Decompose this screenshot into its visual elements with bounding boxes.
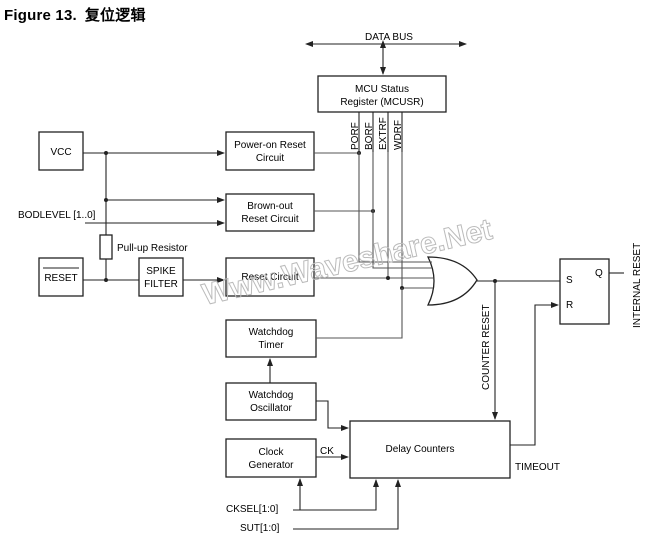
sut-label: SUT[1:0] [240,523,280,534]
por-label-2: Circuit [256,153,285,164]
vcc-block: VCC [38,131,84,171]
porf-label: PORF [350,122,361,150]
figure-title-cn: 复位逻辑 [84,6,146,24]
brown-out-reset-block: Brown-out Reset Circuit [225,193,315,232]
cksel-label: CKSEL[1:0] [226,504,278,515]
counter-reset-label: COUNTER RESET [481,304,492,390]
reset-circuit-label: Reset Circuit [241,272,298,283]
mcusr-label-2: Register (MCUSR) [340,97,423,108]
delay-counters-label: Delay Counters [386,444,455,455]
watchdog-timer-block: Watchdog Timer [225,319,317,358]
timeout-wire: TIMEOUT [510,302,560,473]
ff-s-label: S [566,275,573,286]
timeout-label: TIMEOUT [515,462,560,473]
spike-label-1: SPIKE [146,266,176,277]
wdt-label-2: Timer [258,340,284,351]
wdosc-label-1: Watchdog [249,390,294,401]
extrf-label: EXTRF [378,117,389,150]
bod-label-2: Reset Circuit [241,214,298,225]
data-bus-label: DATA BUS [365,32,413,43]
vcc-wires: Pull-up Resistor [83,150,225,282]
vcc-label: VCC [50,147,71,158]
bodlevel-input: BODLEVEL [1..0] [18,210,225,226]
bodlevel-label: BODLEVEL [1..0] [18,210,96,221]
reset-pin-block: RESET [38,257,84,297]
clk-label-1: Clock [258,447,284,458]
wdrf-label: WDRF [393,120,404,150]
config-inputs: CKSEL[1:0] SUT[1:0] [226,478,401,534]
or-gate [426,256,478,306]
ff-r-label: R [566,300,573,311]
reset-source-wires [314,151,433,339]
ck-label: CK [320,446,334,457]
por-label-1: Power-on Reset [234,140,306,151]
reset-circuit-block: Reset Circuit [225,257,315,297]
watchdog-osc-wires [267,358,349,431]
bod-label-1: Brown-out [247,201,293,212]
watchdog-oscillator-block: Watchdog Oscillator [225,382,317,421]
spike-label-2: FILTER [144,279,178,290]
wdt-label-1: Watchdog [249,327,294,338]
data-bus: DATA BUS [305,32,467,75]
or-output-wires: COUNTER RESET [477,279,560,420]
mcusr-flags: PORF BORF EXTRF WDRF [350,112,404,152]
clk-label-2: Generator [248,460,294,471]
sr-flip-flop: S R Q [559,258,624,325]
figure-title: Figure 13. 复位逻辑 [4,4,146,25]
borf-label: BORF [364,122,375,150]
power-on-reset-block: Power-on Reset Circuit [225,131,315,171]
delay-counters-block: Delay Counters [349,420,511,479]
pullup-label: Pull-up Resistor [117,243,188,254]
figure-label: Figure 13. [4,7,77,24]
clock-wires: CK [316,446,349,460]
internal-reset-label: INTERNAL RESET [632,243,643,328]
mcusr-block: MCU Status Register (MCUSR) [317,75,447,113]
clock-generator-block: Clock Generator [225,438,317,478]
wdosc-label-2: Oscillator [250,403,292,414]
mcusr-label-1: MCU Status [355,84,409,95]
spike-filter-block: SPIKE FILTER [138,257,184,297]
reset-pin-label: RESET [44,273,77,284]
ff-q-label: Q [595,268,603,279]
